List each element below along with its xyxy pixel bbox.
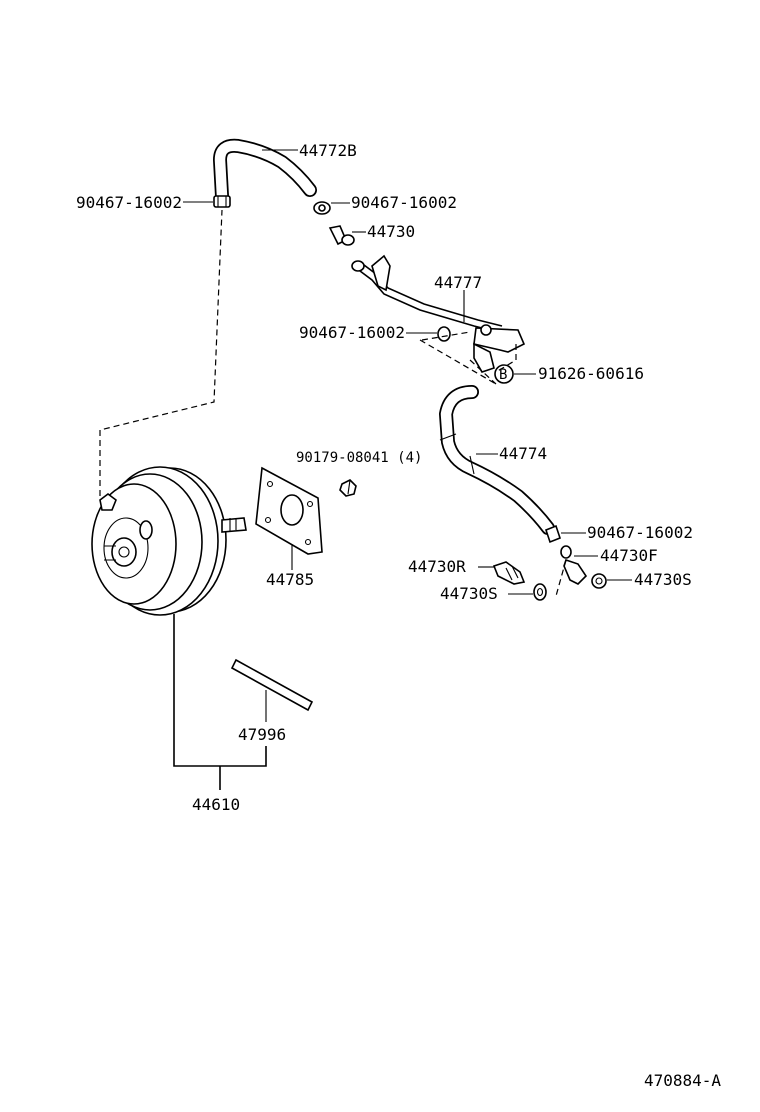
label-44785: 44785	[266, 570, 314, 589]
label-44730r: 44730R	[408, 557, 466, 576]
drawing-number: 470884-A	[644, 1071, 721, 1090]
hose-44774	[439, 385, 555, 535]
label-44730: 44730	[367, 222, 415, 241]
union-44730r	[492, 561, 526, 585]
label-44772b: 44772B	[299, 141, 357, 160]
label-44774: 44774	[499, 444, 547, 463]
label-44610: 44610	[192, 795, 240, 814]
pipe-dash-links	[419, 331, 497, 385]
label-clip-right-top: 90467-16002	[351, 193, 457, 212]
hose-clip-lower	[545, 524, 561, 544]
hose-clip-mid	[437, 326, 451, 342]
label-clip-mid: 90467-16002	[299, 323, 405, 342]
bolt-marker-letter: B	[499, 367, 507, 383]
label-90179: 90179-08041 (4)	[296, 450, 422, 466]
label-44777: 44777	[434, 273, 482, 292]
label-clip-left-top: 90467-16002	[76, 193, 182, 212]
hose-clip-right-top	[313, 201, 331, 215]
label-91626: 91626-60616	[538, 364, 644, 383]
union-44730f	[560, 545, 588, 585]
check-valve-44730	[328, 225, 355, 246]
hose-44772b	[213, 138, 317, 203]
union-dash-line	[555, 559, 567, 597]
washer-right-44730s	[591, 573, 607, 589]
booster-dash-line	[99, 209, 223, 496]
vacuum-pipe-44777	[351, 254, 526, 373]
label-clip-lower: 90467-16002	[587, 523, 693, 542]
nut-90179	[339, 479, 357, 497]
washer-left-44730s	[533, 583, 547, 601]
label-47996: 47996	[238, 725, 286, 744]
bolt-dash-line	[495, 344, 517, 373]
brake-booster	[91, 466, 247, 616]
gasket-44785	[255, 466, 323, 555]
hose-clip-left-top	[213, 195, 231, 208]
label-washer-right: 44730S	[634, 570, 692, 589]
label-washer-left: 44730S	[440, 584, 498, 603]
plate-47996	[230, 658, 314, 712]
label-44730f: 44730F	[600, 546, 658, 565]
